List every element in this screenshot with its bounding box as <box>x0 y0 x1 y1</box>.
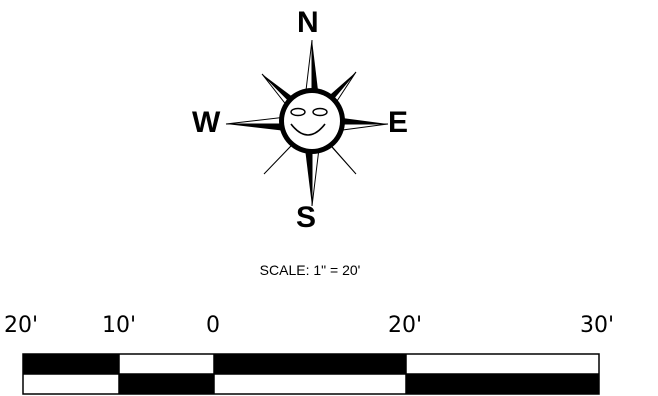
scale-tick-label: 20' <box>4 313 39 338</box>
scale-tick-label: 20' <box>388 313 423 338</box>
scale-tick-label: 30' <box>580 313 615 338</box>
scale-label: SCALE: 1" = 20' <box>259 262 361 278</box>
sun-face-icon <box>279 88 345 154</box>
compass-label-south: S <box>296 201 317 234</box>
compass-label-north: N <box>297 6 319 39</box>
compass-label-west: W <box>192 106 221 139</box>
scale-tick-label: 0 <box>206 313 220 338</box>
bar-scale <box>22 353 600 395</box>
scale-tick-label: 10' <box>102 313 137 338</box>
compass-label-east: E <box>388 106 409 139</box>
